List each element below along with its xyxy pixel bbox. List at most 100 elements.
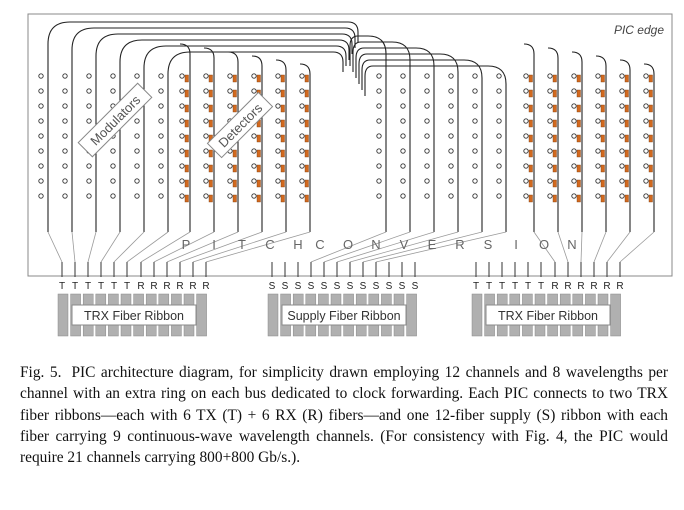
fanout-waveguide — [113, 231, 145, 263]
ring-resonator — [424, 148, 430, 154]
photodetector — [280, 89, 285, 98]
photodetector — [600, 74, 605, 83]
ring-resonator — [86, 118, 92, 124]
ring-resonator — [571, 193, 577, 199]
fiber-pin-label: S — [399, 281, 406, 292]
fiber-ribbon-strand — [267, 293, 279, 337]
ring-resonator — [571, 163, 577, 169]
modulator-bus — [143, 45, 347, 232]
ring-resonator — [547, 103, 553, 109]
photodetector — [624, 74, 629, 83]
fanout-waveguide — [192, 231, 287, 263]
fiber-pin-label: T — [98, 281, 104, 292]
photodetector — [648, 194, 653, 203]
photodetector — [528, 74, 533, 83]
ring-resonator — [472, 193, 478, 199]
ring-resonator — [619, 118, 625, 124]
ring-resonator — [38, 178, 44, 184]
ring-resonator — [472, 163, 478, 169]
photodetector — [576, 179, 581, 188]
ring-resonator — [179, 133, 185, 139]
detector-bus — [595, 55, 607, 232]
photodetector — [184, 134, 189, 143]
pitch-conversion-letter: S — [484, 237, 493, 252]
ring-resonator — [134, 73, 140, 79]
fiber-ribbon-strand — [406, 293, 417, 337]
ring-resonator — [400, 88, 406, 94]
fiber-pin-label: S — [308, 281, 315, 292]
ring-resonator — [275, 73, 281, 79]
ring-resonator — [376, 88, 382, 94]
ring-resonator — [448, 178, 454, 184]
fiber-pin-label: S — [386, 281, 393, 292]
ring-resonator — [619, 103, 625, 109]
ring-resonator — [179, 178, 185, 184]
ring-resonator — [547, 163, 553, 169]
ring-resonator — [38, 73, 44, 79]
ring-resonator — [86, 178, 92, 184]
ring-resonator — [203, 103, 209, 109]
ring-resonator — [203, 73, 209, 79]
ring-resonator — [275, 178, 281, 184]
fiber-pin-label: S — [373, 281, 380, 292]
ring-resonator — [424, 178, 430, 184]
ring-resonator — [547, 88, 553, 94]
photodetector — [280, 134, 285, 143]
ring-resonator — [62, 103, 68, 109]
fiber-pin-label: T — [499, 281, 505, 292]
ring-resonator — [203, 118, 209, 124]
ring-resonator — [110, 88, 116, 94]
photodetector — [624, 149, 629, 158]
ring-resonator — [203, 88, 209, 94]
photodetector — [600, 104, 605, 113]
photodetector — [232, 149, 237, 158]
photodetector — [304, 119, 309, 128]
ring-resonator — [571, 118, 577, 124]
ring-resonator — [299, 163, 305, 169]
ring-resonator — [448, 73, 454, 79]
ring-resonator — [38, 148, 44, 154]
fiber-ribbon: TRX Fiber Ribbon — [471, 293, 621, 337]
ring-resonator — [547, 193, 553, 199]
modulator-bus — [47, 21, 359, 232]
fanout-waveguide — [580, 231, 583, 263]
ring-resonator — [227, 103, 233, 109]
ring-resonator — [62, 178, 68, 184]
ring-resonator — [619, 88, 625, 94]
ring-resonator — [571, 133, 577, 139]
detector-bus — [547, 47, 559, 232]
ring-resonator — [472, 118, 478, 124]
fiber-pin-label: R — [616, 281, 623, 292]
photodetector — [624, 119, 629, 128]
ring-resonator — [496, 118, 502, 124]
ring-resonator — [110, 163, 116, 169]
ring-resonator — [376, 178, 382, 184]
ring-resonator — [643, 118, 649, 124]
fiber-pin-label: T — [525, 281, 531, 292]
fiber-pin-label: S — [360, 281, 367, 292]
ring-resonator — [472, 133, 478, 139]
fiber-pin-label: R — [137, 281, 144, 292]
fiber-ribbon-label-box — [485, 304, 611, 326]
fiber-ribbon-strand — [471, 293, 483, 337]
ring-resonator — [571, 73, 577, 79]
ring-resonator — [179, 148, 185, 154]
ring-resonator — [496, 103, 502, 109]
ring-resonator — [496, 88, 502, 94]
photodetector — [208, 194, 213, 203]
ring-resonator — [134, 178, 140, 184]
fiber-pin-label: S — [321, 281, 328, 292]
ring-resonator — [275, 103, 281, 109]
ring-resonator — [299, 178, 305, 184]
ring-resonator — [158, 118, 164, 124]
ring-resonator — [38, 118, 44, 124]
fiber-pin-label: S — [334, 281, 341, 292]
fanout-waveguide — [362, 231, 483, 263]
photodetector — [624, 164, 629, 173]
photodetector — [528, 149, 533, 158]
fanout-waveguide — [593, 231, 607, 263]
photodetector — [280, 194, 285, 203]
ring-resonator — [38, 133, 44, 139]
fanout-waveguide — [310, 231, 387, 263]
fiber-pin-label: T — [111, 281, 117, 292]
